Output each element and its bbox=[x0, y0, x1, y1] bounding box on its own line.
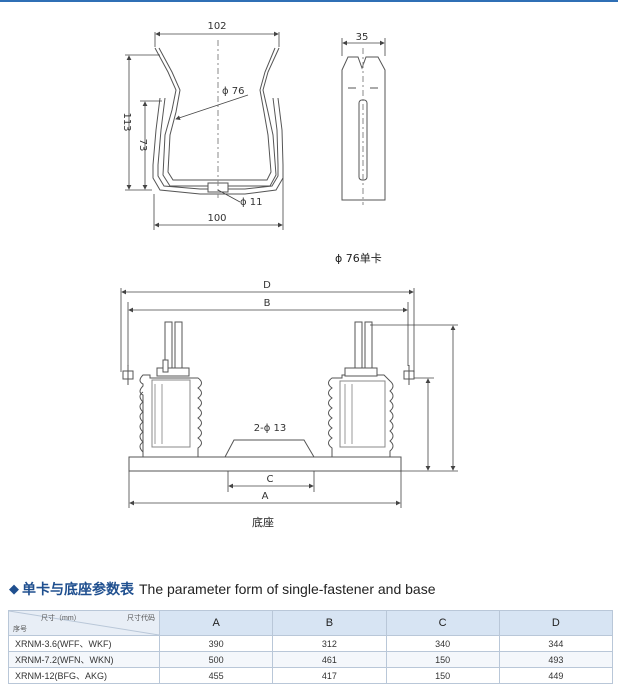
table-row: XRNM-3.6(WFF、WKF) 390 312 340 344 bbox=[8, 635, 614, 652]
clip-caption: ϕ 76单卡 bbox=[335, 252, 382, 265]
right-insulator bbox=[328, 321, 394, 458]
clip-front-view bbox=[152, 40, 284, 198]
table-corner-cell: 尺寸（mm） 尺寸代码 序号 bbox=[8, 610, 160, 636]
cell-A: 390 bbox=[158, 635, 274, 652]
row-model: XRNM-7.2(WFN、WKN) bbox=[8, 651, 160, 668]
table-row: XRNM-7.2(WFN、WKN) 500 461 150 493 bbox=[8, 651, 614, 668]
dim-top-width: 102 bbox=[207, 21, 226, 32]
cell-B: 312 bbox=[272, 635, 387, 652]
section-title-en: The parameter form of single-fastener an… bbox=[139, 581, 436, 597]
table-row: XRNM-12(BFG、AKG) 455 417 150 449 bbox=[8, 667, 614, 684]
column-header-B: B bbox=[272, 610, 387, 636]
technical-drawing: 102 ϕ 76 113 73 ϕ 11 100 35 ϕ 76单卡 bbox=[120, 21, 458, 529]
cell-D: 449 bbox=[498, 667, 614, 684]
terminal-bolts bbox=[122, 365, 415, 385]
dim-holes: 2-ϕ 13 bbox=[254, 423, 286, 434]
dim-B: B bbox=[264, 298, 271, 309]
base-dimensions bbox=[120, 288, 458, 508]
column-header-C: C bbox=[385, 610, 500, 636]
cell-C: 340 bbox=[385, 635, 500, 652]
base-caption: 底座 bbox=[252, 515, 274, 529]
row-model: XRNM-3.6(WFF、WKF) bbox=[8, 635, 160, 652]
clip-front-labels: 102 ϕ 76 113 73 ϕ 11 100 bbox=[121, 21, 263, 224]
parameter-table: 尺寸（mm） 尺寸代码 序号 A B C D XRNM-3.6(WFF、WKF)… bbox=[8, 610, 614, 684]
dim-side-width: 35 bbox=[356, 32, 369, 43]
column-header-A: A bbox=[158, 610, 274, 636]
diamond-bullet-icon: ◆ bbox=[9, 581, 19, 597]
dim-hole: ϕ 11 bbox=[240, 197, 263, 208]
corner-no-label: 序号 bbox=[13, 626, 27, 633]
section-title: ◆ 单卡与底座参数表 The parameter form of single-… bbox=[9, 579, 436, 599]
dim-height-outer: 113 bbox=[121, 112, 132, 131]
cell-B: 461 bbox=[272, 651, 387, 668]
clip-side-dimensions bbox=[341, 38, 386, 56]
top-accent-bar bbox=[0, 0, 618, 2]
cell-B: 417 bbox=[272, 667, 387, 684]
cell-C: 150 bbox=[385, 667, 500, 684]
cell-A: 455 bbox=[158, 667, 274, 684]
base-plate bbox=[128, 439, 402, 472]
dim-D: D bbox=[263, 280, 271, 291]
clip-front-dimensions bbox=[125, 31, 284, 230]
dim-A: A bbox=[262, 491, 269, 502]
cell-A: 500 bbox=[158, 651, 274, 668]
dim-diameter: ϕ 76 bbox=[222, 86, 245, 97]
left-insulator bbox=[139, 321, 202, 458]
diagonal-divider bbox=[9, 611, 159, 635]
base-labels: D B 2-ϕ 13 C A bbox=[254, 280, 286, 502]
table-header-row: 尺寸（mm） 尺寸代码 序号 A B C D bbox=[8, 610, 614, 636]
section-title-zh: 单卡与底座参数表 bbox=[22, 582, 134, 598]
clip-side-view bbox=[341, 48, 386, 205]
corner-code-label: 尺寸代码 bbox=[127, 615, 155, 622]
dim-C: C bbox=[267, 474, 274, 485]
column-header-D: D bbox=[498, 610, 614, 636]
dim-bottom-width: 100 bbox=[207, 213, 226, 224]
dim-height-inner: 73 bbox=[137, 139, 148, 152]
cell-D: 344 bbox=[498, 635, 614, 652]
cell-D: 493 bbox=[498, 651, 614, 668]
corner-unit-label: 尺寸（mm） bbox=[41, 615, 81, 622]
cell-C: 150 bbox=[385, 651, 500, 668]
row-model: XRNM-12(BFG、AKG) bbox=[8, 667, 160, 684]
